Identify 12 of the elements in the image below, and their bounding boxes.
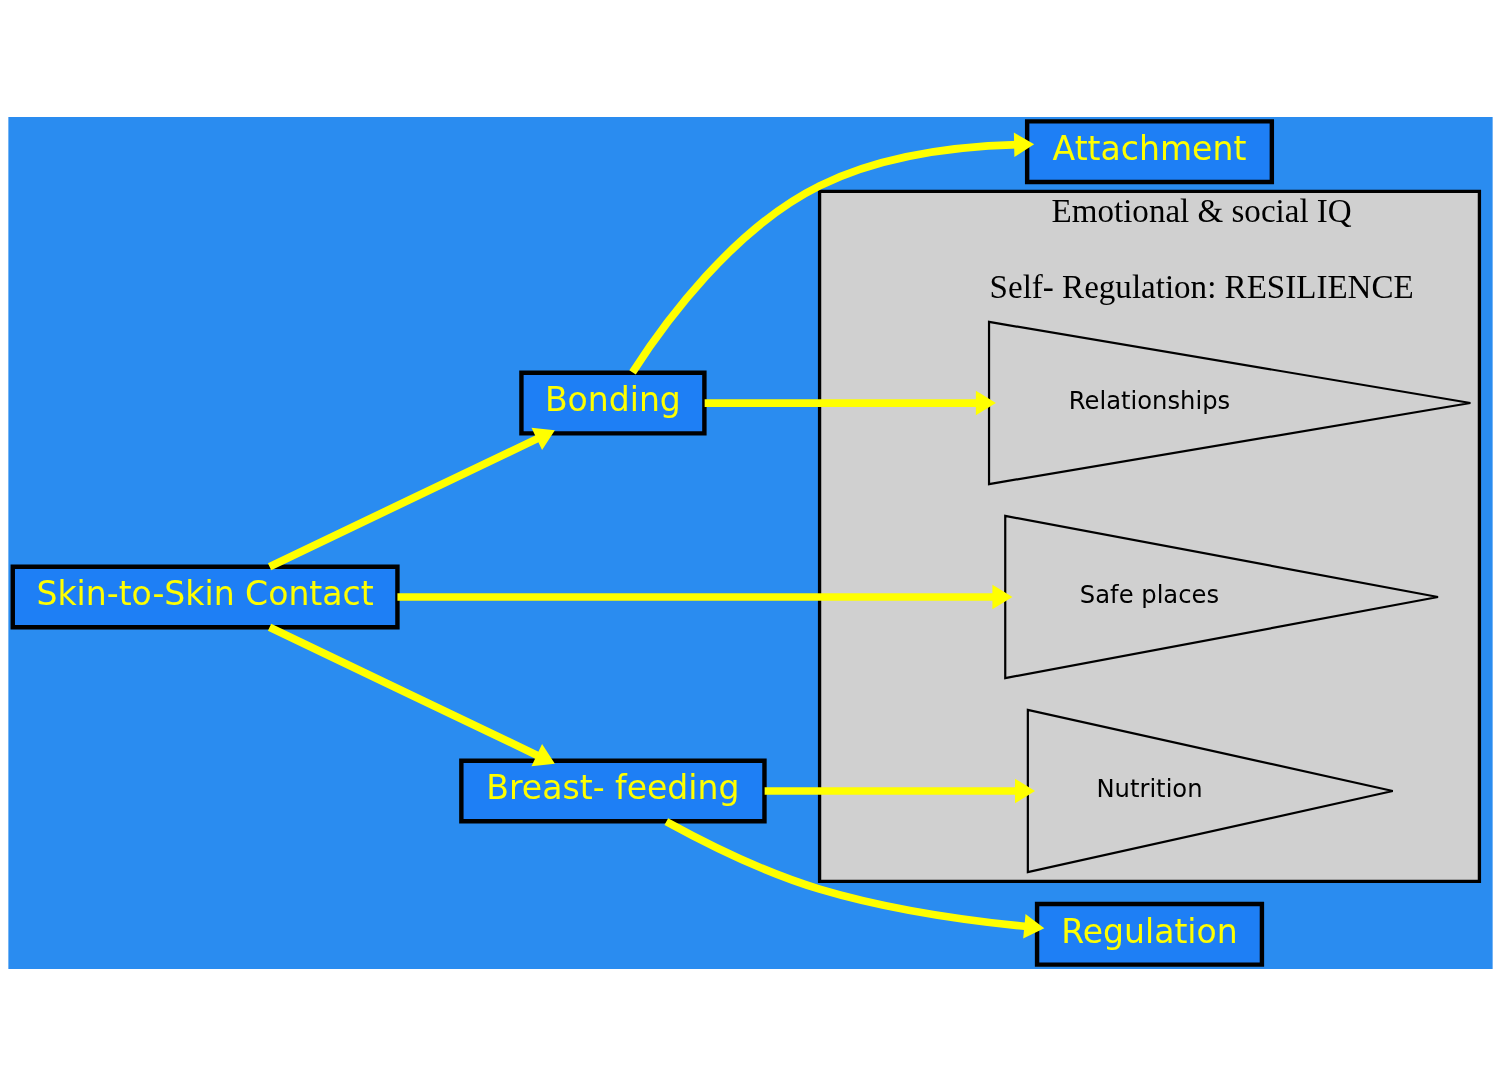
arrow (267, 427, 555, 571)
arrow (664, 818, 1045, 939)
arrow (267, 623, 555, 767)
arrow (704, 390, 996, 416)
node-box: Attachment (1024, 119, 1275, 185)
node-box: Bonding (519, 370, 707, 436)
arrow (629, 132, 1035, 375)
node-box: Breast- feeding (459, 758, 767, 824)
node-box: Skin-to-Skin Contact (10, 564, 400, 630)
arrow (764, 778, 1036, 804)
arrow (397, 584, 1013, 610)
node-box: Regulation (1034, 901, 1265, 967)
